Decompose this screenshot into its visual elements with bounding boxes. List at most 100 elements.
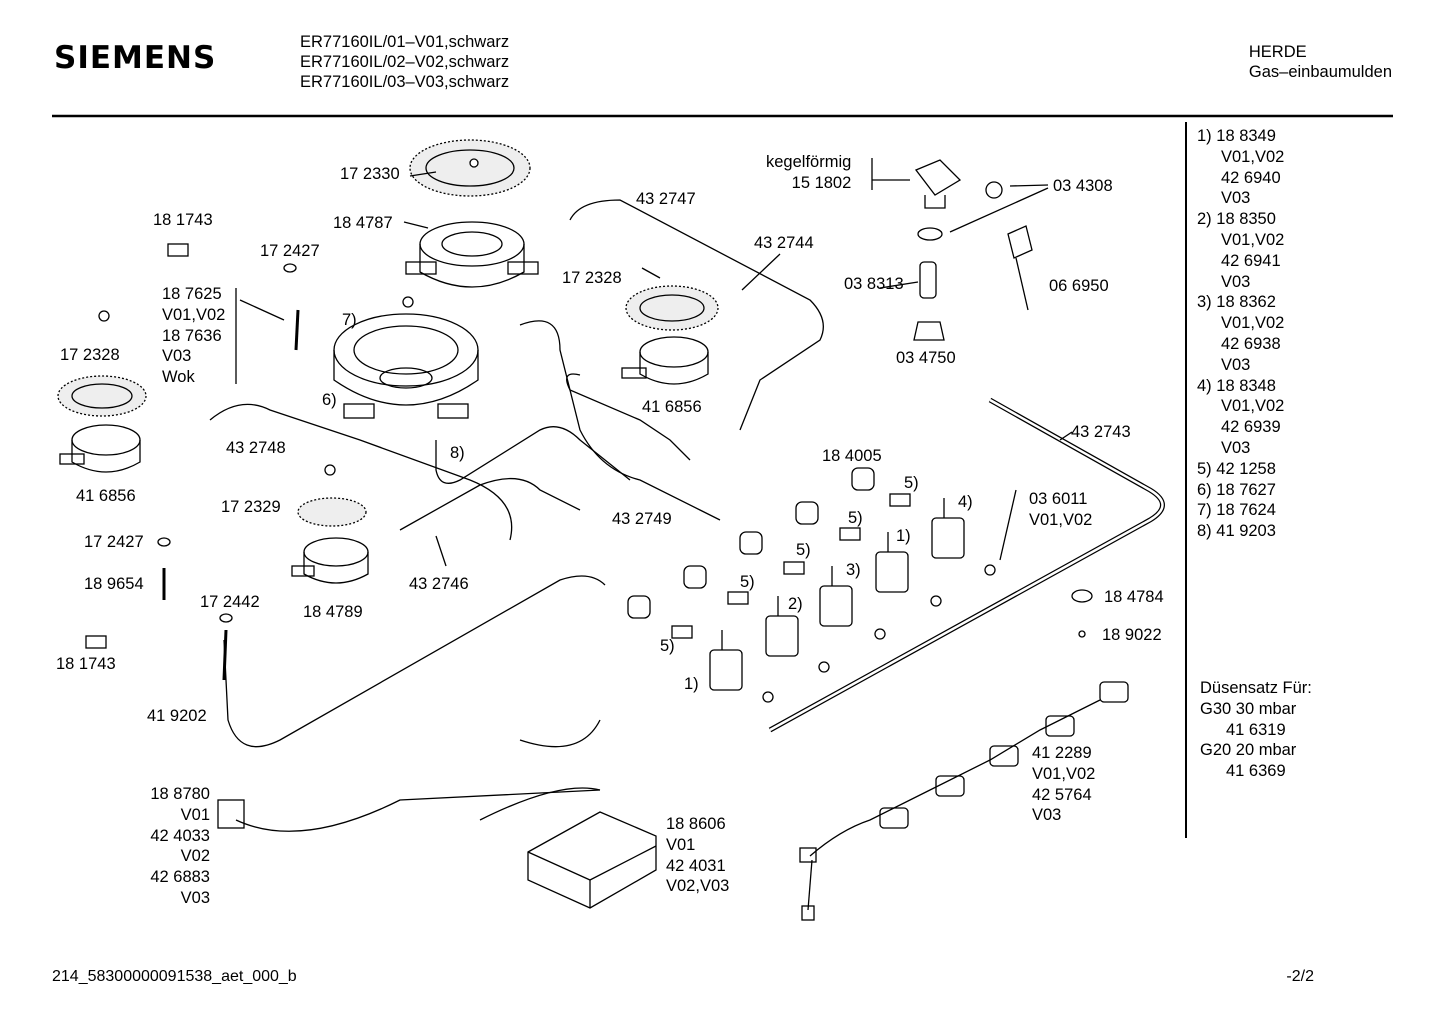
parts-key: 4) — [1197, 376, 1212, 395]
key-4: 4) — [958, 493, 973, 511]
ignition-module — [527, 811, 657, 909]
parts-number: 18 8350 — [1216, 210, 1276, 229]
nozzle-set-title: Düsensatz Für: — [1200, 679, 1312, 697]
seal-ring — [985, 181, 1003, 199]
callout-432748: 43 2748 — [226, 439, 286, 457]
parts-variant: V03 — [1221, 272, 1251, 291]
gas-pipe-432749 — [519, 320, 721, 521]
parts-variant: V03 — [1221, 355, 1251, 374]
parts-variant: V01,V02 — [1221, 397, 1285, 416]
callout-line: V03 — [180, 888, 210, 907]
callout-172328: 17 2328 — [562, 269, 622, 287]
callout-172330: 17 2330 — [340, 165, 400, 183]
callout-038313: 03 8313 — [844, 275, 904, 293]
parts-number: 42 6938 — [1221, 334, 1281, 353]
callout-line: 42 4033 — [150, 826, 210, 845]
screw-icon — [402, 296, 414, 308]
seal-ring — [917, 227, 943, 241]
thermocouple-419202 — [223, 575, 606, 748]
callout-line: 18 7636 — [162, 326, 222, 345]
clip-181743 — [85, 635, 107, 649]
parts-key: 5) — [1197, 459, 1212, 478]
screw-icon — [469, 158, 479, 168]
burner-gasket-mid — [297, 497, 367, 527]
gas-valve-3 — [819, 566, 853, 627]
parts-key: 6) — [1197, 480, 1212, 499]
model-list: ER77160IL/01–V01,schwarz ER77160IL/02–V0… — [300, 32, 509, 92]
callout-172328: 17 2328 — [60, 346, 120, 364]
burner-housing-left — [71, 424, 141, 456]
callout-line: 42 5764 — [1032, 785, 1092, 804]
callout-432743: 43 2743 — [1071, 423, 1131, 441]
screw-icon — [98, 310, 110, 322]
callout-189022: 18 9022 — [1102, 626, 1162, 644]
parts-number: 42 6941 — [1221, 251, 1281, 270]
callout-432747: 43 2747 — [636, 190, 696, 208]
washer-172442 — [219, 613, 233, 623]
category-line: Gas–einbaumulden — [1248, 63, 1392, 81]
callout-172329: 17 2329 — [221, 498, 281, 516]
electrode-harness — [809, 699, 1101, 857]
parts-number: 42 6940 — [1221, 168, 1281, 187]
parts-number: 18 8362 — [1216, 293, 1276, 312]
nozzle-gas: G30 30 mbar — [1200, 699, 1297, 718]
nozzle-holder — [627, 595, 651, 619]
callout-432749: 43 2749 — [612, 510, 672, 528]
callout-line: V01,V02 — [162, 305, 226, 324]
callout-416856: 41 6856 — [76, 487, 136, 505]
callout-line: V01,V02 — [1032, 764, 1096, 783]
callout-line: V01 — [180, 805, 210, 824]
nozzle-holder — [851, 467, 875, 491]
parts-number: 41 9203 — [1216, 522, 1276, 541]
injector — [839, 527, 861, 541]
key-7: 7) — [342, 311, 357, 329]
burner-gasket-left — [57, 375, 147, 417]
callout-184789: 18 4789 — [303, 603, 363, 621]
key-5: 5) — [660, 637, 675, 655]
elbow-fitting — [914, 159, 962, 209]
nozzle-holder — [683, 565, 707, 589]
parts-variant: V01,V02 — [1221, 147, 1285, 166]
parts-key: 1) — [1197, 127, 1212, 145]
callout-184787: 18 4787 — [333, 214, 393, 232]
callout-line: 15 1802 — [791, 173, 852, 192]
nozzle-set: Düsensatz Für: G30 30 mbar 41 6319 G20 2… — [1200, 678, 1312, 782]
callout-432746: 43 2746 — [409, 575, 469, 593]
callout-181743: 18 1743 — [153, 211, 213, 229]
parts-variant: V01,V02 — [1221, 230, 1285, 249]
callout-416856: 41 6856 — [642, 398, 702, 416]
nozzle-part: 41 6369 — [1226, 762, 1286, 781]
parts-entry: 3) 18 8362 V01,V02 42 6938 V03 — [1197, 292, 1284, 375]
burner-housing-right — [639, 336, 709, 368]
callout-181743: 18 1743 — [56, 655, 116, 673]
burner-housing-mid — [303, 537, 369, 567]
burner-gasket-large — [409, 139, 531, 197]
callout-kegelfoermig: kegelförmig 15 1802 — [766, 152, 851, 194]
parts-variant: V03 — [1221, 189, 1251, 208]
callout-184005: 18 4005 — [822, 447, 882, 465]
screw-icon — [324, 464, 336, 476]
gas-valve-2 — [765, 596, 799, 657]
thermocouple-probe — [294, 309, 300, 351]
callout-432744: 43 2744 — [754, 234, 814, 252]
callout-172427: 17 2427 — [260, 242, 320, 260]
callout-036011: 03 6011 V01,V02 — [1029, 489, 1092, 531]
callout-412289: 41 2289 V01,V02 42 5764 V03 — [1032, 743, 1095, 826]
spring-189022 — [1078, 630, 1086, 638]
callout-line: 42 6883 — [150, 868, 210, 887]
parts-entry: 2) 18 8350 V01,V02 42 6941 V03 — [1197, 209, 1284, 292]
gas-valve-1 — [709, 630, 743, 691]
washer-172427 — [157, 537, 171, 547]
key-5: 5) — [904, 474, 919, 492]
parts-entry: 4) 18 8348 V01,V02 42 6939 V03 — [1197, 376, 1284, 459]
key-5: 5) — [796, 541, 811, 559]
nozzle-gas: G20 20 mbar — [1200, 741, 1297, 760]
parts-number: 42 6939 — [1221, 418, 1281, 437]
gas-pipe-432748 — [209, 403, 513, 541]
gas-pipe-432746 — [399, 477, 581, 531]
callout-419202: 41 9202 — [147, 707, 207, 725]
parts-variant: V03 — [1221, 438, 1251, 457]
category-line: HERDE — [1248, 43, 1307, 61]
callout-184784: 18 4784 — [1104, 588, 1164, 606]
callout-172427: 17 2427 — [84, 533, 144, 551]
